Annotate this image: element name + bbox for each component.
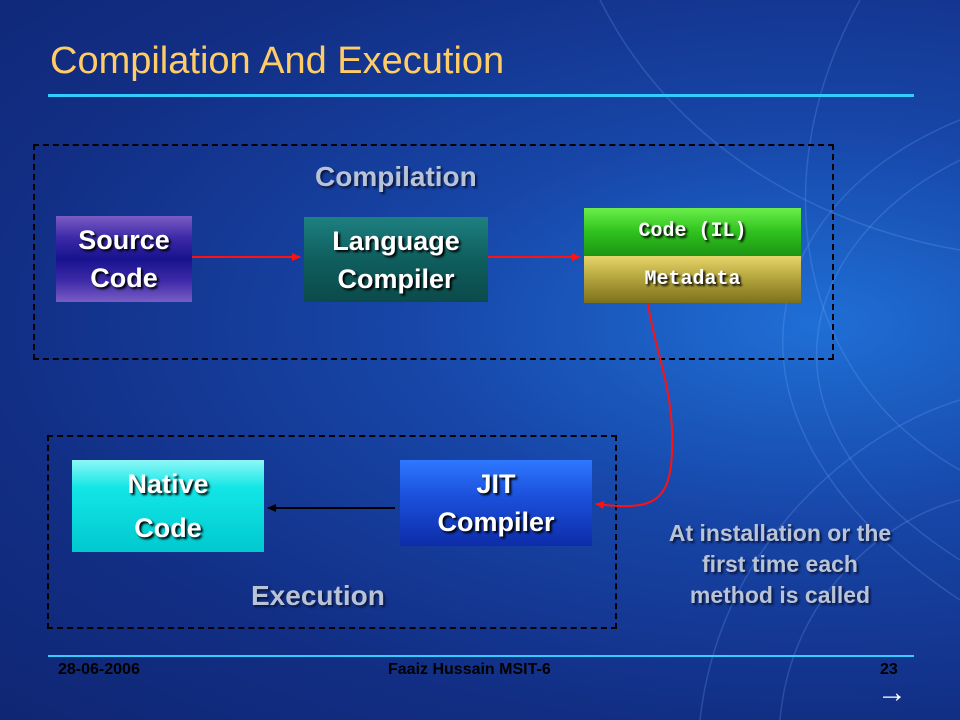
- jit-timing-note-line-1: At installation or the: [668, 520, 892, 546]
- code-il-label: Code (IL): [638, 220, 747, 243]
- footer-divider: [48, 655, 914, 657]
- compilation-label: Compilation: [315, 161, 477, 192]
- footer-author: Faaiz Hussain MSIT-6: [388, 661, 551, 678]
- jit-compiler-line-1: JIT: [476, 469, 516, 499]
- execution-group-box: [47, 435, 617, 629]
- language-compiler-line-2: Compiler: [337, 263, 455, 294]
- code-il-node: Code (IL): [584, 208, 801, 256]
- jit-compiler-node: JIT Compiler: [400, 460, 592, 546]
- native-code-line-2: Code: [134, 513, 202, 543]
- title-divider: [48, 94, 914, 97]
- native-code-line-1: Native: [127, 469, 209, 499]
- native-code-node: Native Code: [72, 460, 264, 552]
- metadata-node: Metadata: [584, 256, 801, 303]
- jit-timing-note-line-3: method is called: [689, 582, 871, 608]
- source-code-line-1: Source: [78, 225, 170, 255]
- jit-timing-note: At installation or the first time each m…: [640, 518, 920, 611]
- source-code-node: Source Code: [56, 216, 192, 302]
- slide-number: 23: [880, 661, 898, 678]
- jit-compiler-line-2: Compiler: [437, 507, 555, 537]
- metadata-label: Metadata: [644, 267, 741, 291]
- next-slide-arrow-icon[interactable]: →: [877, 676, 907, 709]
- execution-label: Execution: [251, 580, 385, 611]
- footer-date: 28-06-2006: [58, 661, 140, 678]
- jit-timing-note-line-2: first time each: [702, 551, 858, 577]
- language-compiler-line-1: Language: [332, 225, 460, 256]
- slide-title: Compilation And Execution: [50, 40, 505, 82]
- source-code-line-2: Code: [90, 263, 158, 293]
- language-compiler-node: Language Compiler: [304, 217, 488, 302]
- compilation-group-box: [33, 144, 834, 360]
